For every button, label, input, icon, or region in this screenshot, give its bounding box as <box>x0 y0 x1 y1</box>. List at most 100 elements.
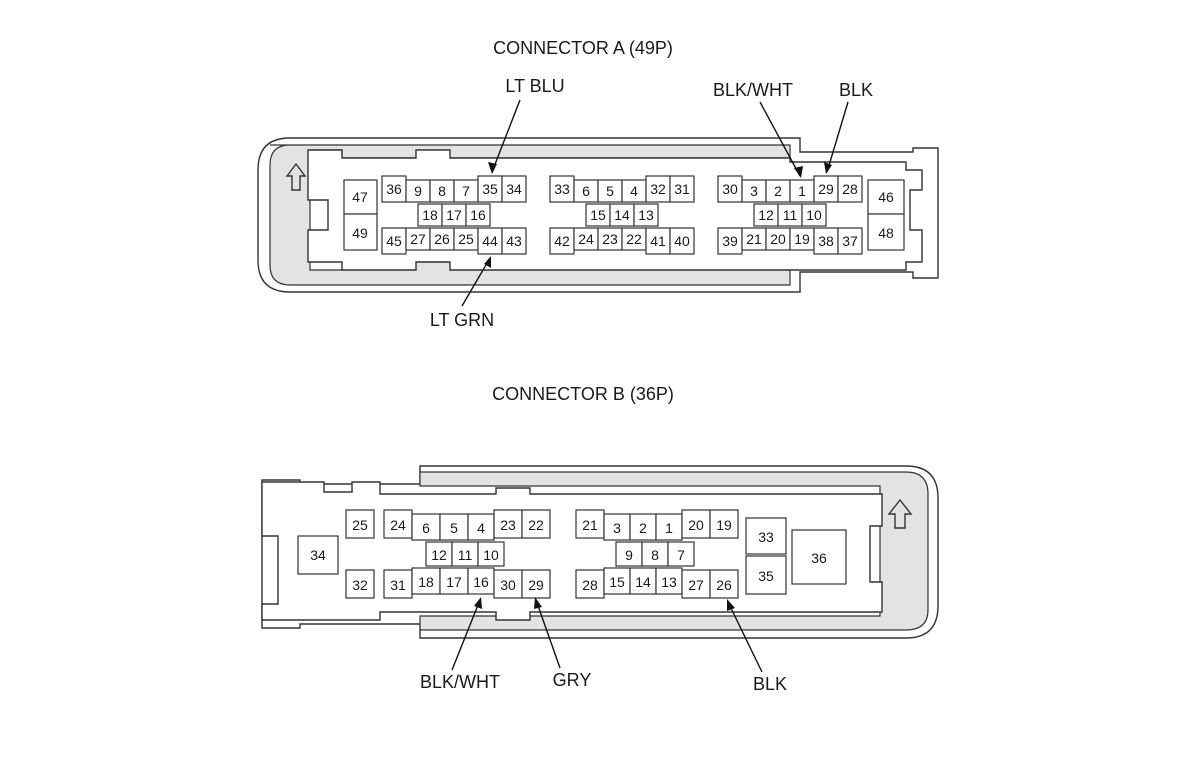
pin-label: 19 <box>794 231 810 247</box>
pin-label: 33 <box>758 529 774 545</box>
pin-label: 22 <box>528 517 544 533</box>
pin-label: 36 <box>811 550 827 566</box>
pin-label: 22 <box>626 231 642 247</box>
pin-label: 42 <box>554 233 570 249</box>
pin-label: 19 <box>716 517 732 533</box>
pin-label: 11 <box>458 547 473 563</box>
pin-label: 31 <box>390 577 406 593</box>
pin-label: 14 <box>635 574 651 590</box>
callout-label-blk-wht: BLK/WHT <box>420 672 500 692</box>
pin-label: 17 <box>446 574 462 590</box>
pin-label: 48 <box>878 225 894 241</box>
pin-label: 1 <box>665 520 673 536</box>
pin-label: 14 <box>614 207 630 223</box>
pin-label: 23 <box>500 517 516 533</box>
pin-label: 18 <box>422 207 438 223</box>
pin-label: 13 <box>638 207 654 223</box>
pin-label: 27 <box>410 231 426 247</box>
pin-label: 11 <box>783 207 798 223</box>
callout-label-blk: BLK <box>839 80 873 100</box>
pin-label: 9 <box>625 547 633 563</box>
pin-label: 17 <box>446 207 462 223</box>
pin-label: 29 <box>818 181 834 197</box>
pin-label: 33 <box>554 181 570 197</box>
pin-label: 15 <box>609 574 625 590</box>
pin-label: 26 <box>716 577 732 593</box>
pin-label: 20 <box>770 231 786 247</box>
pin-label: 18 <box>418 574 434 590</box>
pin-label: 30 <box>500 577 516 593</box>
pin-label: 36 <box>386 181 402 197</box>
pin-label: 5 <box>450 520 458 536</box>
pin-label: 15 <box>590 207 606 223</box>
callout-label-blk: BLK <box>753 674 787 694</box>
pin-label: 24 <box>390 517 406 533</box>
pin-label: 7 <box>677 547 685 563</box>
pin-label: 1 <box>798 183 806 199</box>
pin-label: 28 <box>842 181 858 197</box>
connector-b-title: CONNECTOR B (36P) <box>492 384 674 404</box>
pin-label: 3 <box>613 520 621 536</box>
callout-label-gry: GRY <box>553 670 592 690</box>
pin-label: 26 <box>434 231 450 247</box>
pin-label: 12 <box>758 207 774 223</box>
pin-label: 39 <box>722 233 738 249</box>
pin-label: 21 <box>582 517 598 533</box>
pin-label: 23 <box>602 231 618 247</box>
up-arrow-icon <box>285 162 307 191</box>
connector-b-pins: 34 25 32 24 6 5 4 23 22 12 11 10 31 18 1… <box>297 509 847 599</box>
pin-label: 45 <box>386 233 402 249</box>
pin-label: 2 <box>639 520 647 536</box>
pin-label: 29 <box>528 577 544 593</box>
pin-label: 2 <box>774 183 782 199</box>
pin-label: 20 <box>688 517 704 533</box>
up-arrow-icon <box>887 498 913 529</box>
pin-label: 25 <box>352 517 368 533</box>
pin-label: 34 <box>310 547 326 563</box>
pin-label: 8 <box>438 183 446 199</box>
connector-a: CONNECTOR A (49P) 47 49 36 9 8 7 35 3 4 1… <box>257 38 939 330</box>
pin-label: 8 <box>651 547 659 563</box>
pin-label: 27 <box>688 577 704 593</box>
pin-label: 16 <box>473 574 489 590</box>
pin-label: 47 <box>352 189 368 205</box>
connector-a-title: CONNECTOR A (49P) <box>493 38 673 58</box>
connector-b: CONNECTOR B (36P) 34 25 32 24 6 5 4 23 2… <box>261 384 939 694</box>
pin-label: 10 <box>806 207 822 223</box>
pin-label: 13 <box>661 574 677 590</box>
connector-b-inner-body <box>261 481 883 621</box>
pin-label: 28 <box>582 577 598 593</box>
pin-label: 16 <box>470 207 486 223</box>
pin-label: 35 <box>482 181 498 197</box>
pin-label: 35 <box>758 568 774 584</box>
pin-label: 9 <box>414 183 422 199</box>
pin-label: 4 <box>630 183 638 199</box>
pin-label: 21 <box>746 231 762 247</box>
pin-label: 10 <box>483 547 499 563</box>
pin-label: 43 <box>506 233 522 249</box>
pin-label: 6 <box>422 520 430 536</box>
pin-label: 7 <box>462 183 470 199</box>
connector-a-pins: 47 49 36 9 8 7 35 34 18 17 16 45 27 26 2… <box>343 175 905 255</box>
pin-label: 49 <box>352 225 368 241</box>
connector-b-callouts: BLK/WHT GRY BLK <box>420 597 787 694</box>
pin-label: 38 <box>818 233 834 249</box>
pin-label: 25 <box>458 231 474 247</box>
pin-label: 24 <box>578 231 594 247</box>
connector-a-top-band <box>269 144 791 286</box>
pin-label: 41 <box>650 233 666 249</box>
pin-label: 12 <box>431 547 447 563</box>
pin-label: 6 <box>582 183 590 199</box>
callout-label-blk-wht: BLK/WHT <box>713 80 793 100</box>
pin-label: 3 <box>750 183 758 199</box>
pin-label: 46 <box>878 189 894 205</box>
pin-label: 37 <box>842 233 858 249</box>
callout-label-lt-grn: LT GRN <box>430 310 494 330</box>
pin-label: 31 <box>674 181 690 197</box>
pin-label: 32 <box>352 577 368 593</box>
callout-label-lt-blu: LT BLU <box>505 76 564 96</box>
pin-label: 4 <box>477 520 485 536</box>
pin-label: 32 <box>650 181 666 197</box>
connector-a-callouts: LT BLU BLK/WHT BLK LT GRN <box>430 76 873 330</box>
